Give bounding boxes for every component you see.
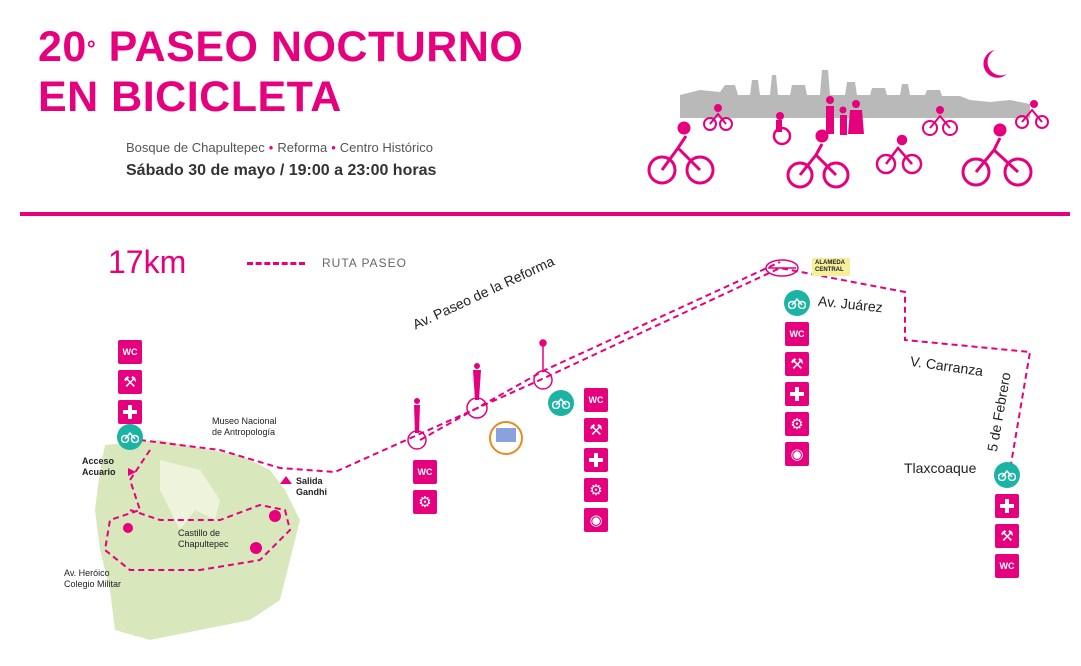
wc-icon: WC	[118, 340, 142, 364]
services-tlaxcoaque: ⚒ WC	[995, 494, 1019, 578]
salida-marker	[280, 476, 292, 484]
title-line-2: EN BICICLETA	[38, 73, 342, 121]
first-aid-icon	[785, 382, 809, 406]
wrench-icon: ⚒	[785, 352, 809, 376]
wc-icon: WC	[785, 322, 809, 346]
bike-station-icon	[994, 462, 1020, 488]
wheel-icon: ⚙	[584, 478, 608, 502]
services-chapultepec: WC ⚒	[118, 340, 142, 424]
wrench-icon: ⚒	[584, 418, 608, 442]
museo-label: Museo Nacional de Antropología	[212, 416, 277, 437]
bike-station-icon	[117, 424, 143, 450]
subtitle: Bosque de Chapultepec•Reforma•Centro His…	[126, 140, 433, 155]
wrench-icon: ⚒	[995, 524, 1019, 548]
event-datetime: Sábado 30 de mayo / 19:00 a 23:00 horas	[126, 162, 437, 179]
title-line-1: 20° PASEO NOCTURNO	[38, 23, 524, 71]
wc-icon: WC	[995, 554, 1019, 578]
wheel-icon: ⚙	[785, 412, 809, 436]
services-diana: WC ⚙	[413, 460, 437, 514]
acceso-label: Acceso Acuario	[82, 456, 116, 477]
target-icon: ◉	[785, 442, 809, 466]
cyclist-5	[922, 106, 958, 136]
wc-icon: WC	[584, 388, 608, 412]
route-legend-label: RUTA PASEO	[322, 256, 407, 270]
bike-station-icon	[548, 390, 574, 416]
heroico-label: Av. Heróico Colegio Militar	[64, 568, 122, 589]
services-juarez: WC ⚒ ⚙ ◉	[785, 322, 809, 466]
alameda-marker	[765, 259, 799, 277]
park-landmark-icon	[250, 542, 262, 554]
bike-station-icon	[784, 290, 810, 316]
roundabout-monument	[533, 339, 553, 390]
alameda-label: ALAMEDA CENTRAL	[812, 258, 850, 276]
skyline-silhouette	[680, 70, 1030, 118]
acceso-marker	[128, 468, 136, 476]
target-icon: ◉	[584, 508, 608, 532]
route-legend-line	[247, 262, 305, 265]
park-landmark-icon-2	[123, 523, 133, 533]
wc-icon: WC	[413, 460, 437, 484]
first-aid-icon	[995, 494, 1019, 518]
diana-monument	[407, 398, 427, 450]
lake	[160, 460, 220, 530]
wrench-icon: ⚒	[118, 370, 142, 394]
services-reforma: WC ⚒ ⚙ ◉	[584, 388, 608, 532]
cyclist-4	[875, 134, 923, 175]
reforma-route-2	[419, 261, 781, 441]
header-divider	[20, 212, 1070, 216]
page-title: 20° PASEO NOCTURNO EN BICICLETA	[38, 22, 523, 122]
route-distance: 17km	[108, 244, 187, 280]
wheel-icon: ⚙	[413, 490, 437, 514]
castillo-label: Castillo de Chapultepec	[178, 528, 229, 549]
cyclist-1	[647, 121, 715, 185]
skyline-illustration	[647, 50, 1049, 189]
wheelchair-figure	[772, 112, 792, 146]
cyclist-3	[786, 129, 850, 189]
salida-label: Salida Gandhi	[296, 476, 327, 497]
moon-icon	[983, 50, 1007, 78]
first-aid-icon	[584, 448, 608, 472]
chapultepec-park	[95, 440, 300, 640]
angel-monument	[466, 363, 488, 419]
first-aid-icon	[118, 400, 142, 424]
cyclist-7	[1015, 100, 1049, 129]
cyclist-2	[703, 104, 733, 131]
tlaxcoaque-label: Tlaxcoaque	[904, 460, 977, 476]
cyclist-6	[961, 123, 1033, 187]
family-figures	[826, 96, 864, 135]
park-route	[103, 266, 1032, 571]
castillo-icon	[269, 510, 281, 522]
